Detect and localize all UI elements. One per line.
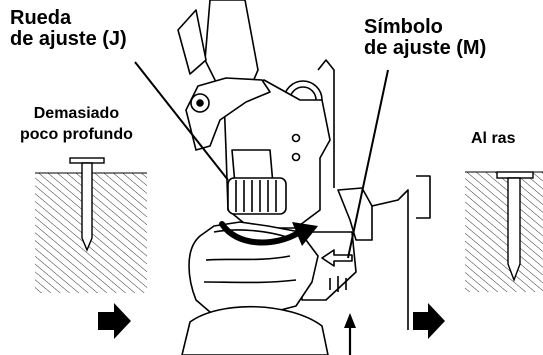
adjust-symbol-label-line1: Símbolo [364,16,443,38]
adjust-wheel-label: Rueda de ajuste (J) [10,8,127,50]
flush-label: Al ras [471,130,516,147]
rotate-arrow-icon [219,221,318,246]
adjust-wheel-label-line2: de ajuste (J) [10,28,127,50]
nailer-tool [177,0,431,330]
tool-handle-edge [177,9,207,75]
arrow-right-icon [413,303,445,339]
arrow-left-icon [321,249,353,267]
sleeve [181,305,329,355]
too-shallow-label-line1: Demasiado [33,105,120,122]
arrow-up-icon [344,313,356,355]
wood-block-right [465,172,543,292]
nail-icon [496,171,534,282]
hand [181,221,329,355]
adjust-symbol-label-line2: de ajuste (M) [364,37,487,59]
adjust-wheel-label-line1: Rueda [10,7,72,29]
too-shallow-label: Demasiado poco profundo [20,104,133,146]
adjust-wheel [227,177,287,215]
hand-shape [188,221,319,319]
adjust-symbol-label: Símbolo de ajuste (M) [364,17,486,59]
too-shallow-label-line2: poco profundo [20,125,133,143]
leader-line-symbol [347,69,389,259]
leader-line-wheel [134,61,229,181]
flush-board [465,171,543,292]
nail-icon [69,157,105,252]
arrow-right-icon [98,303,131,339]
